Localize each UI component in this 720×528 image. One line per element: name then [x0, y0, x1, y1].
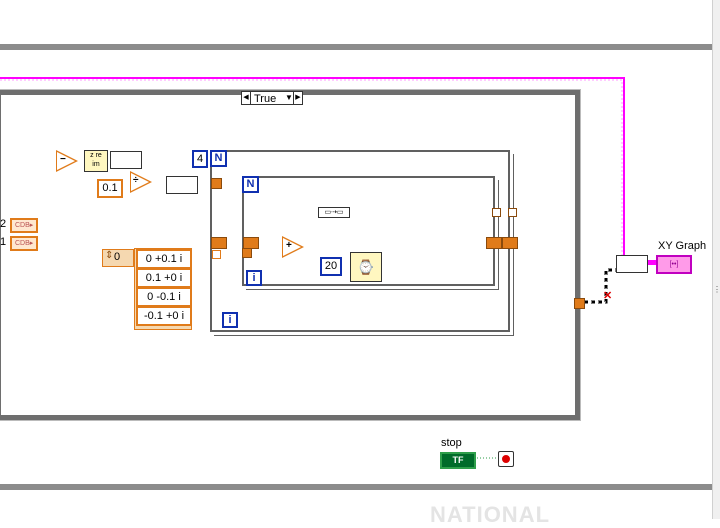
add-symbol: +: [286, 240, 292, 251]
loop-tunnel: [211, 178, 222, 189]
inner-output-tunnel: [492, 208, 501, 217]
outer-n-constant[interactable]: 4: [192, 150, 208, 168]
case-prev-icon[interactable]: ◀: [242, 92, 251, 104]
input-1-index: 1: [0, 236, 7, 248]
xy-graph-indicator[interactable]: [••]: [656, 255, 692, 274]
wire-to-graph: [584, 268, 618, 304]
wait-ms-constant[interactable]: 20: [320, 257, 342, 276]
inner-shift-register-right[interactable]: [486, 237, 502, 249]
array-element[interactable]: -0.1 +0 i: [136, 306, 192, 326]
scroll-thumb-icon[interactable]: ⋮: [713, 285, 720, 294]
subtract-symbol: −: [60, 154, 66, 165]
stop-label: stop: [441, 437, 462, 449]
wait-timer-icon[interactable]: ⌚: [350, 252, 382, 282]
case-selector-value: True: [254, 93, 277, 105]
stop-terminal[interactable]: TF: [440, 452, 476, 469]
xy-graph-label: XY Graph: [658, 240, 707, 252]
divide-constant[interactable]: 0.1: [97, 179, 123, 198]
indexing-tunnel: [242, 248, 252, 258]
outer-output-tunnel: [508, 208, 517, 217]
case-output-tunnel: [574, 298, 585, 309]
graph-wire-stub: [648, 260, 656, 265]
wire-to-graph-2: [584, 269, 618, 303]
input-2-index: 2: [0, 218, 7, 230]
chevron-down-icon[interactable]: ▼: [285, 93, 293, 102]
divide-symbol: ÷: [133, 175, 139, 186]
pink-wire-dotted: [0, 79, 623, 262]
outer-count-terminal: N: [210, 150, 227, 167]
watermark: NATIONAL: [430, 502, 551, 527]
array-tunnel: [212, 250, 221, 259]
outer-iteration-terminal: i: [222, 312, 238, 328]
input-2-terminal[interactable]: CDB▸: [10, 218, 39, 233]
input-1-terminal[interactable]: CDB▸: [10, 236, 39, 251]
array-element[interactable]: 0 +0.1 i: [136, 249, 192, 269]
build-xy-icon[interactable]: [616, 255, 648, 273]
inner-count-terminal: N: [242, 176, 259, 193]
bottom-bar: [0, 484, 712, 490]
inner-iteration-terminal: i: [246, 270, 262, 286]
array-element[interactable]: 0.1 +0 i: [136, 268, 192, 288]
outer-shift-register-left[interactable]: [211, 237, 227, 249]
array-index-box[interactable]: ⇕ 0: [102, 249, 134, 267]
loop-condition-icon[interactable]: [498, 451, 514, 467]
case-selector[interactable]: ◀ True ▶: [241, 91, 303, 105]
build-array-icon[interactable]: [110, 151, 142, 169]
top-bar: [0, 44, 712, 50]
array-index: 0: [114, 251, 121, 263]
unbundle-icon[interactable]: ▭⇢▭: [318, 207, 350, 218]
array-element[interactable]: 0 -0.1 i: [136, 287, 192, 307]
outer-shift-register-right[interactable]: [502, 237, 518, 249]
broken-wire-icon: ✕: [603, 290, 612, 302]
bundle-icon[interactable]: [166, 176, 198, 194]
case-next-icon[interactable]: ▶: [293, 92, 302, 104]
vertical-scrollbar[interactable]: [712, 0, 720, 519]
